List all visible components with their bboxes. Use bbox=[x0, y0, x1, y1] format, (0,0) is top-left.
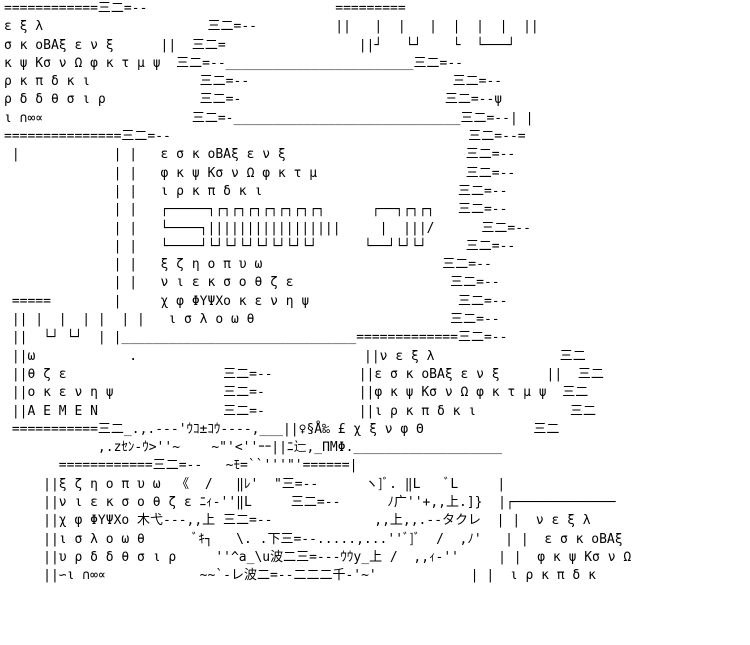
art-line: | | └────┘└┘└┘└┘└┘└┘└┘└┘ └──┘└┘└┘ 三二=-- bbox=[4, 238, 516, 254]
art-line: ι ∩∞∝ 三二=-_____________________________三… bbox=[4, 110, 534, 126]
art-line: ||ι σ λ ο ω θ ﾞｷ┐ \. .下三=--.....,...''ﾞ]… bbox=[4, 531, 623, 547]
art-line: | | ι ρ κ π δ κ ι 三二=-- bbox=[4, 183, 508, 199]
ascii-art-text: ============三二=-- ========= ε ξ λ 三二=-- |… bbox=[4, 0, 631, 586]
art-line: | | └────┐||||||||||||||||| | |||/ 三二=-- bbox=[4, 220, 531, 236]
art-line: || └┘ └┘ | |____________________________… bbox=[4, 330, 508, 346]
art-line: | | φ κ ψ Kσ ν Ω φ κ τ μ 三二=-- bbox=[4, 165, 516, 181]
art-line: ||ν ι ε κ σ ο θ ζ ε ﾆｨ-''‖L 三二=-- ﾉ广''+,… bbox=[4, 495, 616, 511]
art-line: || | | | | | | ι σ λ ο ω θ 三二=-- bbox=[4, 312, 500, 328]
art-line: ||ο κ ε ν η ψ 三二=- ||φ κ ψ Kσ ν Ω φ κ τ … bbox=[4, 385, 589, 401]
art-line: ||θ ζ ε 三二=-- ||ε σ κ οBAξ ε ν ξ || 三二 bbox=[4, 366, 604, 382]
art-line: ||υ ρ δ δ θ σ ι ρ ''^a_\u波二三=---ｳｳy_上 / … bbox=[4, 549, 632, 565]
art-line: ||χ φ ΦΥΨΧο 木弋---,,上 三二=-- ,,上,,.--タクレ |… bbox=[4, 513, 591, 529]
art-line: | | ┌─────┐┌┐┌┐┌┐┌┐┌┐┌┐┌┐ ┌──┐┌┐┌┐ 三二=-- bbox=[4, 202, 508, 218]
art-line: ||A E M E N 三二=- ||ι ρ κ π δ κ ι 三二 bbox=[4, 403, 597, 419]
art-line: ===============三二=-- 三二=--= bbox=[4, 129, 526, 145]
art-line: | | ξ ζ η ο π υ ω 三二=-- bbox=[4, 257, 492, 273]
art-line: ||ξ ζ η ο π υ ω 《 / ‖ﾚ' "三=-- ヽ]ﾞ. ‖L ﾞL… bbox=[4, 476, 506, 492]
art-line: κ ψ Kσ ν Ω φ κ τ μ ψ 三二=--______________… bbox=[4, 55, 463, 71]
art-line: ε ξ λ 三二=-- || | | | | | | || bbox=[4, 19, 539, 35]
art-line: σ κ οBAξ ε ν ξ || 三二= ||┘ └┘ └ └───┘ bbox=[4, 37, 516, 53]
art-line: ,.zｾﾝ-ｳ>''~ ~"'<''ｰｰ||ﾆ辷,_ΠMΦ.__________… bbox=[4, 440, 503, 456]
art-line: ρ κ π δ κ ι 三二=-- 三二=-- bbox=[4, 74, 503, 90]
art-line: ||ω . ||ν ε ξ λ 三二 bbox=[4, 348, 586, 364]
art-line: | | ν ι ε κ σ ο θ ζ ε 三二=-- bbox=[4, 275, 500, 291]
art-line: ||∽ι ∩∞∝ ~~`-レ波二=--二二二千-'~' | | ι ρ κ π … bbox=[4, 568, 596, 584]
art-line: ===== | χ φ ΦΥΨΧο κ ε ν η ψ 三二=-- bbox=[4, 293, 508, 309]
art-line: ρ δ δ θ σ ι ρ 三二=- 三二=--ψ bbox=[4, 92, 503, 108]
art-line: ============三二=-- ~ﾓ=``'''"'======| bbox=[4, 458, 358, 474]
art-line: ===========三二_.,.---'ｳｺ±ｺｳ----,___||♀§Å‰… bbox=[4, 421, 560, 437]
art-line: | | | ε σ κ οBAξ ε ν ξ 三二=-- bbox=[4, 147, 516, 163]
art-line: ============三二=-- ========= bbox=[4, 1, 406, 16]
